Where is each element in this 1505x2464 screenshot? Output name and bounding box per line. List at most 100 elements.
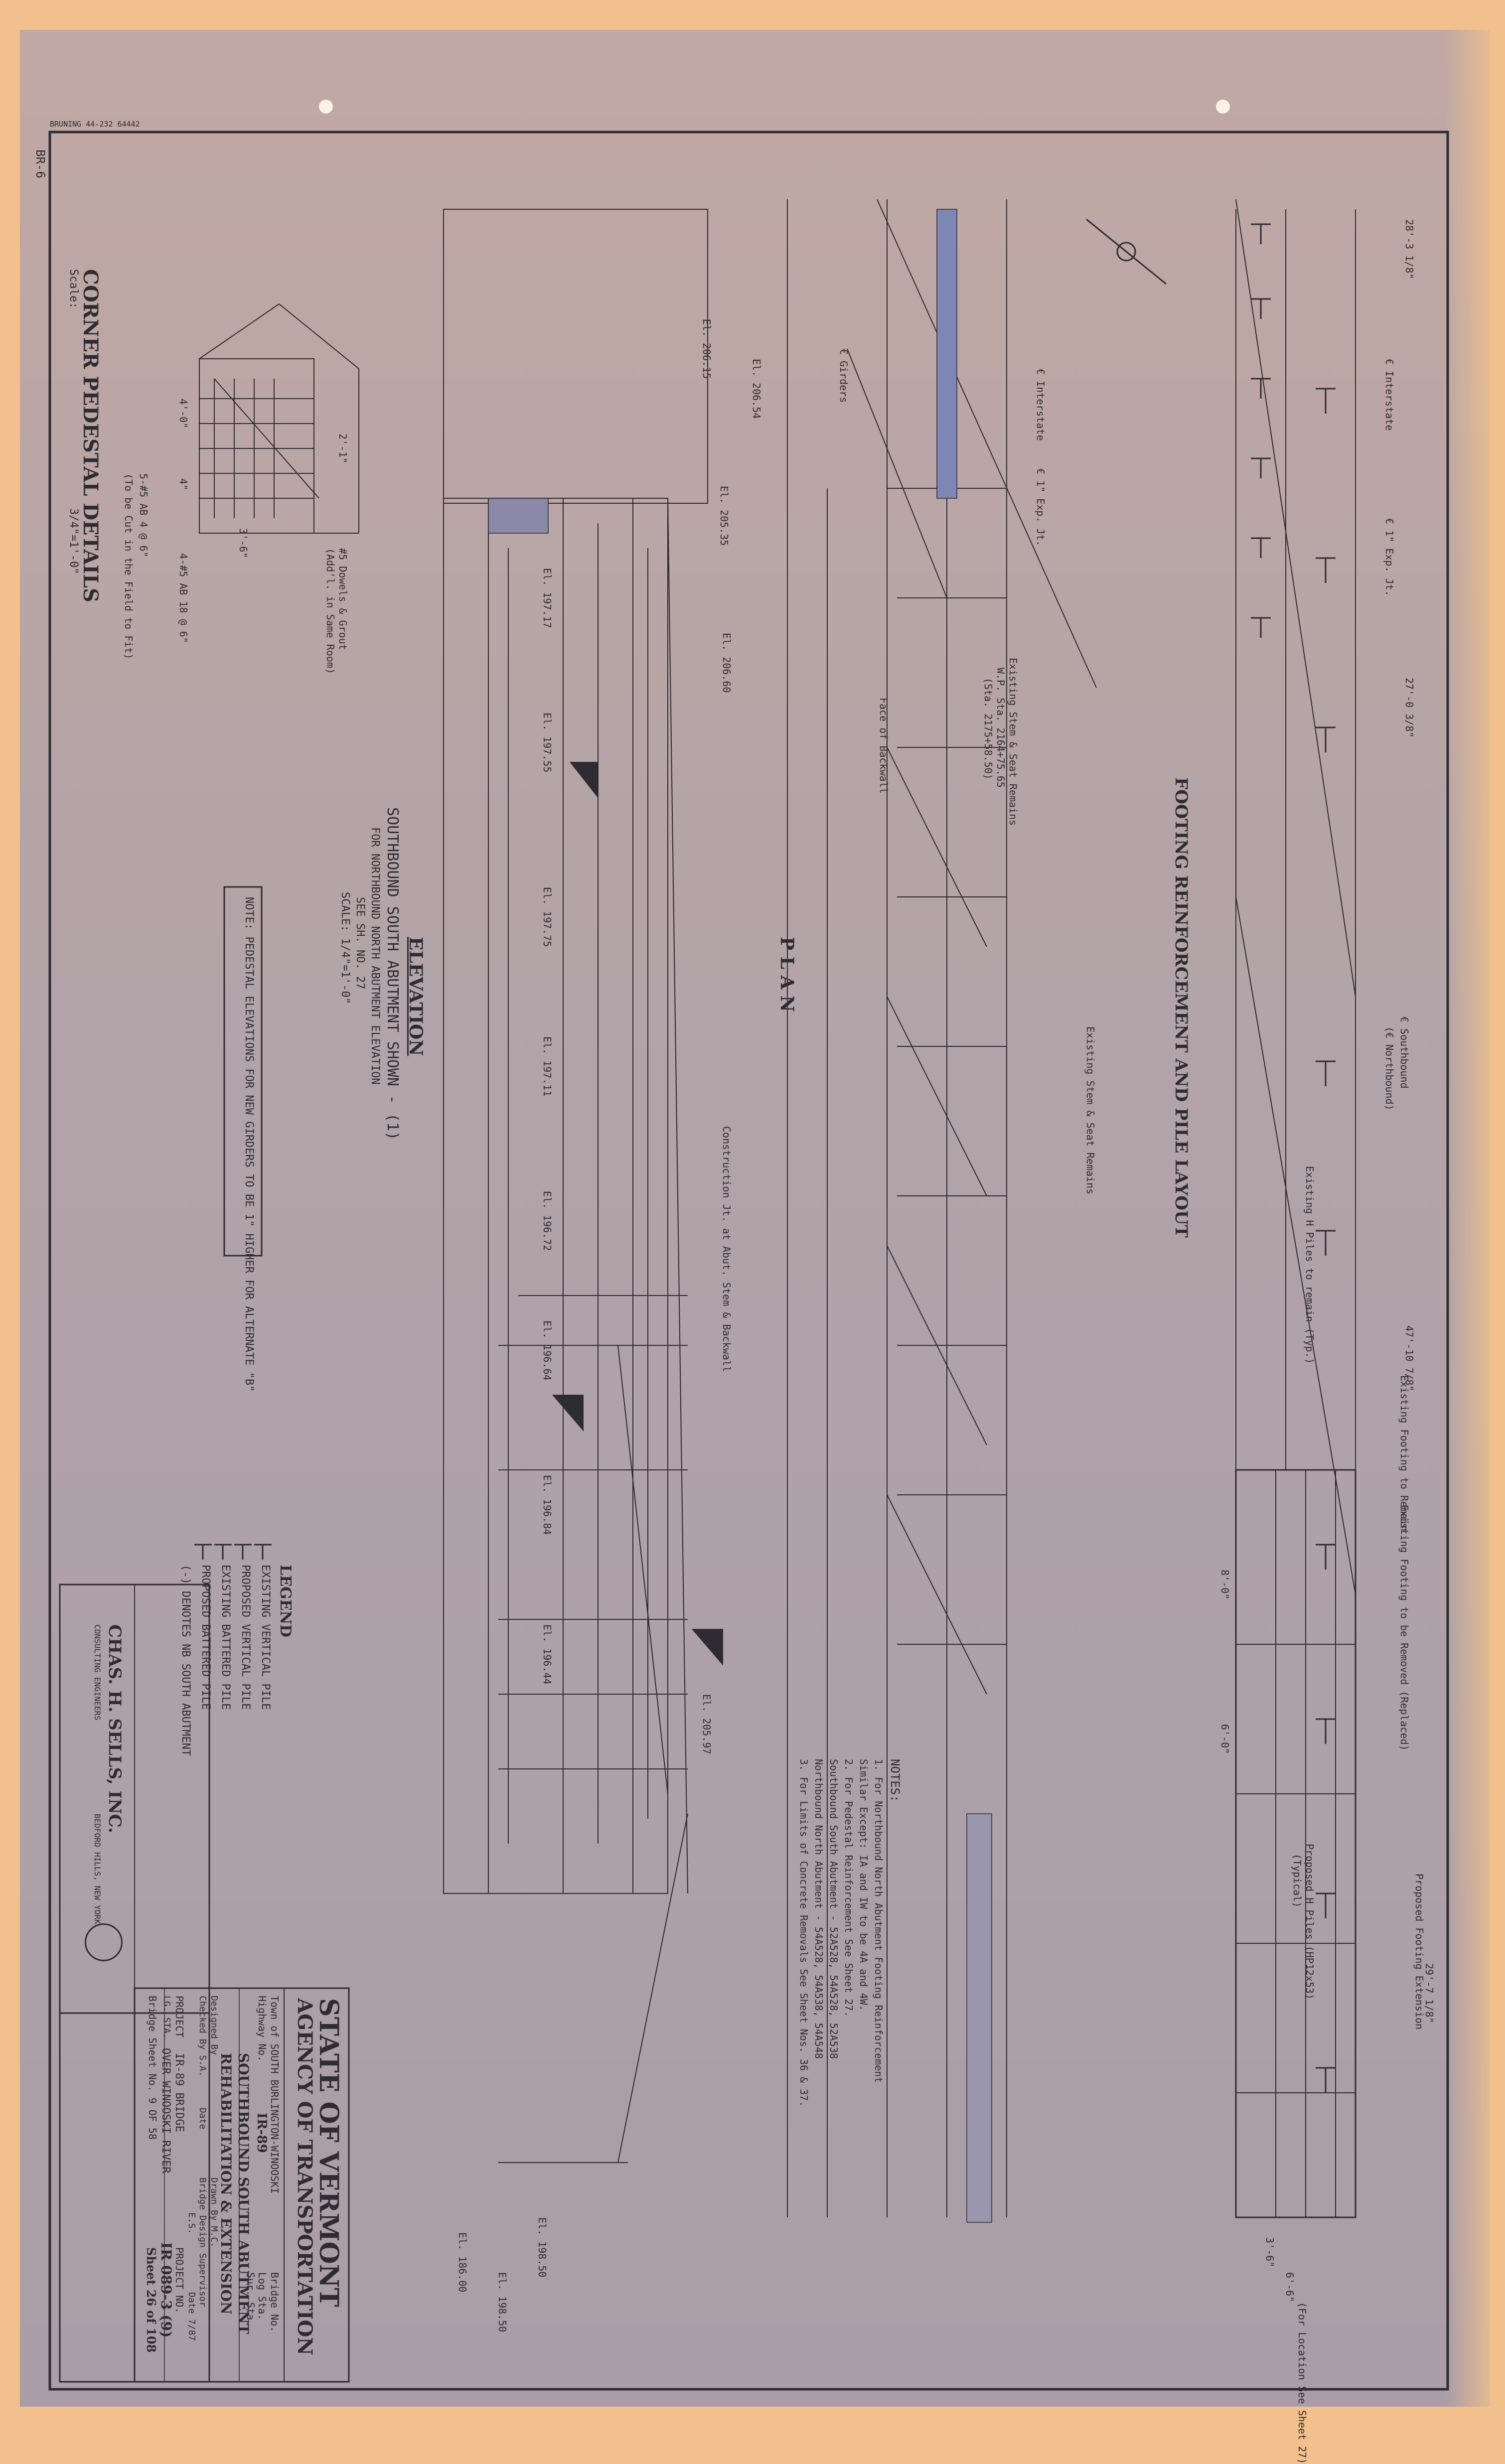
sheet-corner-label: BR-6 bbox=[33, 149, 47, 178]
footing-note: (Typical) bbox=[1291, 1854, 1303, 1908]
pedestal-elevation-note: NOTE: PEDESTAL ELEVATIONS FOR NEW GIRDER… bbox=[243, 897, 255, 1392]
pile-symbols bbox=[1251, 223, 1336, 2093]
footing-dim: 3'-6" bbox=[1264, 2237, 1276, 2268]
footing-dim: 6'-6" bbox=[1284, 2272, 1296, 2303]
legend-item: PROPOSED VERTICAL PILE bbox=[239, 1565, 252, 1710]
elevation-subtitle-line2: FOR NORTHBOUND NORTH ABUTMENT ELEVATION bbox=[369, 827, 381, 1085]
supervisor-date: Date 7/87 bbox=[186, 2292, 197, 2341]
footing-note: Existing H Piles to remain (Typ.) bbox=[1304, 1166, 1316, 1364]
corner-pedestal-scale-label: Scale: bbox=[67, 269, 80, 309]
footing-dim: 29'-7 1/8" bbox=[1423, 1963, 1435, 2024]
state-title-block bbox=[134, 1987, 350, 2383]
elevation-label: El. 198.50 bbox=[496, 2272, 508, 2332]
elevation-label: El. 197.17 bbox=[541, 568, 553, 628]
footing-dim: 27'-0 3/8" bbox=[1403, 678, 1415, 738]
legend-item: EXISTING VERTICAL PILE bbox=[259, 1565, 272, 1710]
drawing-title-1: SOUTHBOUND SOUTH ABUTMENT bbox=[235, 2053, 252, 2334]
corner-pedestal-detail bbox=[199, 303, 359, 534]
north-arrow bbox=[1086, 218, 1167, 285]
supervisor-initials: E.S. bbox=[186, 2212, 197, 2234]
checked-by: Checked By S.A. bbox=[197, 1996, 208, 2077]
elevation-label: El. 198.50 bbox=[536, 2217, 548, 2278]
notes-item: 1. For Northbound North Abutment Footing… bbox=[873, 1759, 885, 2083]
drawn-by: Drawn By M.C. bbox=[209, 2177, 219, 2248]
footing-layout bbox=[1235, 199, 1356, 2218]
town: Town of SOUTH BURLINGTON-WINOOSKI bbox=[269, 1996, 281, 2194]
footing-title: FOOTING REINFORCEMENT AND PILE LAYOUT bbox=[1171, 777, 1191, 1238]
elevation-subtitle: SOUTHBOUND SOUTH ABUTMENT SHOWN - (1) bbox=[384, 807, 401, 1141]
notes-item: Similar Except: IA and IW to be 4A and 4… bbox=[858, 1759, 870, 2011]
plan-title: P L A N bbox=[776, 937, 797, 1012]
elevation-title: ELEVATION bbox=[405, 937, 426, 1056]
plan-hatched-member bbox=[936, 209, 957, 499]
highway-label: Highway No. bbox=[256, 1996, 268, 2062]
footing-note: € 1" Exp. Jt. bbox=[1383, 518, 1395, 596]
footing-note: Proposed H Piles (HP12x53) bbox=[1304, 1844, 1316, 2000]
footing-dim: 8'-0" bbox=[1219, 1570, 1231, 1600]
elevation-label: El. 197.55 bbox=[541, 713, 553, 773]
pedestal-dim: 4'-0" bbox=[177, 399, 189, 429]
notes-item: Northbound North Abutment - 54A528, 54A5… bbox=[813, 1759, 825, 2059]
pedestal-note: 5-#5 AB 4 @ 6" bbox=[138, 473, 150, 558]
project: IR-89 BRIDGE bbox=[173, 2053, 185, 2132]
legend-item: (-) DENOTES NB SOUTH ABUTMENT bbox=[179, 1565, 192, 1756]
elevation-scale: SCALE: 1/4"=1'-0" bbox=[339, 892, 351, 1005]
plan-note: € 1" Exp. Jt. bbox=[1035, 468, 1047, 547]
project-no-label: PROJECT NO. bbox=[173, 2247, 185, 2314]
elevation-view bbox=[443, 209, 723, 2163]
project-over: OVER WINOOSKI RIVER bbox=[159, 2048, 172, 2174]
footing-dim: 6'-0" bbox=[1219, 1724, 1231, 1754]
footing-note: € Interstate bbox=[1383, 359, 1395, 431]
legend-item: EXISTING BATTERED PILE bbox=[219, 1565, 232, 1710]
plan-note: Construction Jt. at Abut. Stem & Backwal… bbox=[721, 1126, 733, 1372]
plan-note: € Interstate bbox=[1035, 369, 1047, 441]
drawing-sheet bbox=[20, 30, 1490, 2407]
paper-edge bbox=[1445, 30, 1490, 2407]
plan-note: (Sta. 2175+58.50) bbox=[982, 678, 994, 780]
pedestal-note: #5 Dowels & Grout bbox=[337, 548, 349, 650]
elevation-label: El. 205.97 bbox=[701, 1694, 713, 1754]
pedestal-note: (Add'l. in Same Room) bbox=[324, 548, 336, 674]
footing-dim: 47'-10 7/8" bbox=[1403, 1325, 1415, 1392]
legend-symbols bbox=[194, 1544, 272, 1560]
plan-note: W.P. Sta. 2164+75.65 bbox=[995, 668, 1007, 788]
punch-hole-left bbox=[319, 100, 333, 114]
agency-title: AGENCY OF TRANSPORTATION bbox=[293, 1998, 316, 2355]
pedestal-dim: 3'-6" bbox=[237, 528, 249, 559]
consultant-subtitle: CONSULTING ENGINEERS bbox=[93, 1624, 102, 1721]
state-title: STATE OF VERMONT bbox=[313, 1998, 344, 2307]
elevation-label: El. 196.64 bbox=[541, 1320, 553, 1381]
notes-title: NOTES: bbox=[888, 1759, 902, 1802]
footing-dim: 28'-3 1/8" bbox=[1403, 219, 1415, 280]
consultant-city: BEDFORD HILLS, NEW YORK bbox=[93, 1814, 102, 1924]
plan-note: Existing Stem & Seat Remains bbox=[1007, 658, 1019, 826]
designed-by: Designed By bbox=[209, 1996, 219, 2055]
notes-item: Southbound South Abutment - 52A528, 54A5… bbox=[828, 1759, 840, 2059]
plan-note: € Girders bbox=[838, 349, 850, 403]
notes-item: 2. For Pedestal Reinforcement See Sheet … bbox=[843, 1759, 855, 2017]
elevation-label: El. 206.60 bbox=[721, 633, 733, 693]
notes-item: 3. For Limits of Concrete Removals See S… bbox=[798, 1759, 810, 2107]
corner-pedestal-scale: 3/4"=1'-0" bbox=[67, 508, 80, 575]
bridge-design-supervisor: Bridge Design Supervisor bbox=[197, 2177, 208, 2308]
plan-note: Face of Backwall bbox=[878, 698, 890, 794]
highway: IR-89 bbox=[254, 2113, 269, 2153]
elevation-label: El. 196.84 bbox=[541, 1475, 553, 1535]
bearing-seat-hatch bbox=[488, 498, 549, 534]
log-station: Log Sta. bbox=[256, 2272, 268, 2320]
plan-note: Existing Stem & Seat Remains bbox=[1084, 1026, 1096, 1195]
pedestal-note-box bbox=[223, 886, 263, 1257]
plan-view bbox=[787, 199, 1097, 2217]
elevation-label: El. 196.72 bbox=[541, 1191, 553, 1251]
elevation-subtitle-line3: SEE SH. NO. 27 bbox=[354, 897, 366, 990]
pedestal-note: 4-#5 AB 18 @ 6" bbox=[177, 553, 189, 643]
footing-note: (For Location See Sheet 27) bbox=[1296, 2302, 1308, 2464]
corner-pedestal-title: CORNER PEDESTAL DETAILS bbox=[79, 269, 102, 602]
legend-title: LEGEND bbox=[277, 1565, 294, 1637]
paper-tint bbox=[20, 30, 1490, 2407]
pedestal-dim: 2'-1" bbox=[337, 434, 349, 464]
sheet-border bbox=[48, 131, 1449, 2391]
elevation-label: El. 186.00 bbox=[456, 2232, 468, 2293]
elevation-label: El. 206.54 bbox=[751, 359, 762, 419]
